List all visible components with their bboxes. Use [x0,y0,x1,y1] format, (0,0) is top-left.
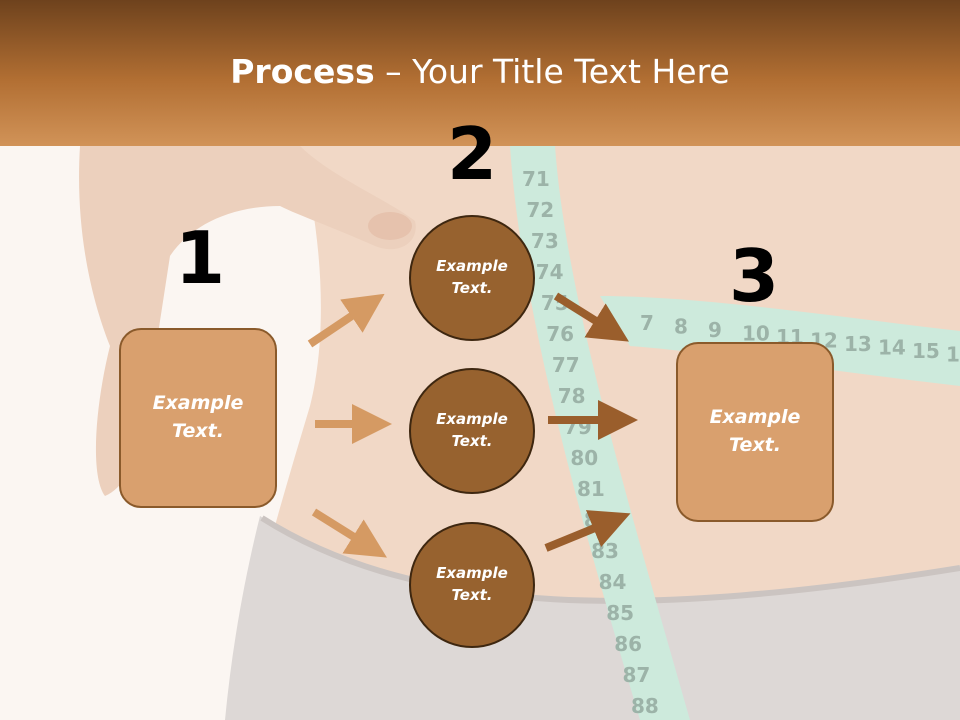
circle-2-text: Example Text. [436,410,508,450]
circle-3-text: Example Text. [436,564,508,604]
step-number-2: 2 [446,112,498,196]
step-number-1: 1 [174,216,226,300]
tape-number-vertical: 84 [599,570,627,594]
tape-number-vertical: 86 [614,632,642,656]
tape-horizontal [600,296,960,386]
arrow-to-circle-1 [307,293,385,348]
tape-number-vertical: 72 [526,198,554,222]
tape-number-horizontal: 7 [640,311,654,335]
left-box-text: Example Text. [152,392,244,442]
tape-number-vertical: 71 [522,167,550,191]
left-text-box: Example Text. [119,328,277,508]
slide-title: Process – Your Title Text Here [0,52,960,91]
tape-number-vertical: 80 [570,446,598,470]
tape-number-horizontal: 8 [674,315,688,339]
tape-number-horizontal: 10 [742,322,770,346]
title-bold: Process [230,52,375,91]
tape-number-vertical: 74 [536,260,564,284]
tape-number-vertical: 88 [631,694,659,718]
tape-number-vertical: 73 [531,229,559,253]
tape-number-vertical: 76 [546,322,574,346]
circle-2: Example Text. [409,368,535,494]
arrow-from-circle-1 [553,292,629,342]
circle-3: Example Text. [409,522,535,648]
tape-number-horizontal: 15 [912,339,940,363]
tape-number-horizontal: 13 [844,332,872,356]
tape-number-vertical: 78 [558,384,586,408]
header-bar [0,0,960,146]
right-box-text: Example Text. [709,406,801,456]
title-rest: – Your Title Text Here [374,52,730,91]
tape-number-vertical: 85 [606,601,634,625]
tape-number-horizontal: 9 [708,318,722,342]
step-number-3: 3 [728,234,780,318]
tape-number-vertical: 77 [552,353,580,377]
circle-1-text: Example Text. [436,257,508,297]
arrow-to-circle-3 [311,508,387,558]
circle-1: Example Text. [409,215,535,341]
right-text-box: Example Text. [676,342,834,522]
tape-number-vertical: 81 [577,477,605,501]
arrow-from-circle-3 [544,510,631,552]
tape-number-horizontal: 14 [878,336,906,360]
tape-number-vertical: 87 [622,663,650,687]
tape-number-horizontal: 16 [946,343,960,367]
